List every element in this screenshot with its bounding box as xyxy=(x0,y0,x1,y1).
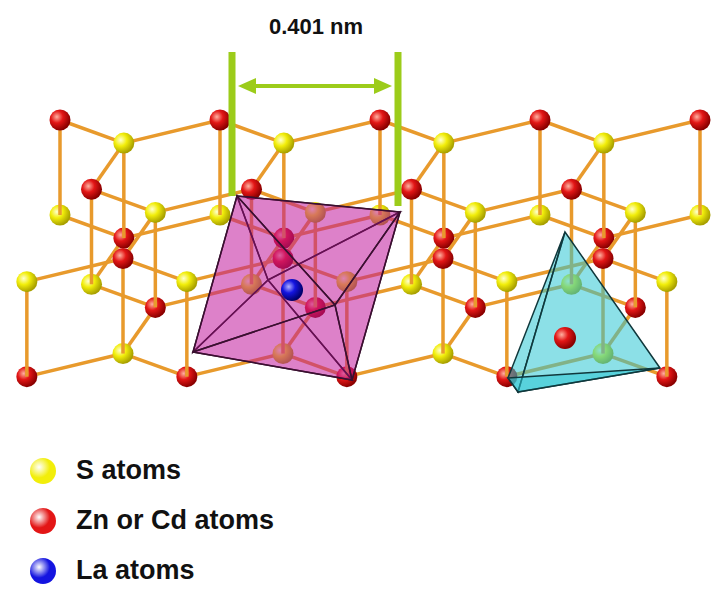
atom xyxy=(593,248,614,269)
legend-label: S atoms xyxy=(76,455,181,486)
octahedron xyxy=(193,196,400,380)
tetrahedron-face xyxy=(518,232,660,392)
la-atom xyxy=(281,279,303,301)
atom xyxy=(593,133,614,154)
bond xyxy=(154,212,158,307)
legend-entry: Zn or Cd atoms xyxy=(30,505,274,536)
atom xyxy=(81,179,102,200)
atom xyxy=(401,179,422,200)
atom xyxy=(113,248,134,269)
atom xyxy=(370,110,391,131)
atom xyxy=(210,110,231,131)
legend-label: La atoms xyxy=(76,555,195,586)
atom xyxy=(690,110,711,131)
bond xyxy=(475,189,571,212)
legend-swatch xyxy=(30,458,56,484)
atom xyxy=(113,133,134,154)
bond xyxy=(698,120,702,215)
bond xyxy=(121,259,125,354)
atom xyxy=(530,110,551,131)
atom xyxy=(273,133,294,154)
bond xyxy=(347,354,443,377)
bond xyxy=(124,120,220,143)
atom xyxy=(176,271,197,292)
atom xyxy=(145,202,166,223)
dimension-line xyxy=(395,52,402,206)
arrow-head xyxy=(374,78,392,94)
bond xyxy=(27,259,123,282)
bond xyxy=(538,120,542,215)
bond xyxy=(604,120,700,143)
atom xyxy=(554,327,576,349)
atom xyxy=(433,133,454,154)
legend-swatch xyxy=(30,508,56,534)
lattice xyxy=(16,110,710,393)
bond xyxy=(474,212,478,307)
bond xyxy=(90,189,94,284)
bond xyxy=(505,282,509,377)
legend-swatch xyxy=(30,558,56,584)
bond xyxy=(665,282,669,377)
atom xyxy=(433,248,454,269)
arrow-head xyxy=(238,78,256,94)
bond xyxy=(634,212,638,307)
bond xyxy=(58,120,62,215)
bond xyxy=(27,354,123,377)
bond xyxy=(122,143,126,238)
dimension-marker xyxy=(232,52,398,206)
bond xyxy=(185,282,189,377)
atom xyxy=(465,202,486,223)
dimension-label: 0.401 nm xyxy=(269,14,363,40)
dimension-arrow xyxy=(250,84,380,88)
bond xyxy=(25,282,29,377)
bond xyxy=(442,143,446,238)
legend-label: Zn or Cd atoms xyxy=(76,505,274,536)
atom xyxy=(656,271,677,292)
dimension-line xyxy=(229,52,236,196)
atom xyxy=(50,110,71,131)
atom xyxy=(16,271,37,292)
atom xyxy=(496,271,517,292)
bond xyxy=(410,189,414,284)
legend-entry: S atoms xyxy=(30,455,181,486)
bond xyxy=(378,120,382,215)
bond xyxy=(218,120,222,215)
bond xyxy=(602,143,606,238)
atom xyxy=(561,179,582,200)
tetrahedron-face xyxy=(508,368,660,392)
legend-entry: La atoms xyxy=(30,555,195,586)
bond xyxy=(441,259,445,354)
octahedron-face xyxy=(193,305,352,380)
atom xyxy=(625,202,646,223)
bond xyxy=(284,120,380,143)
bond xyxy=(444,120,540,143)
tetrahedron xyxy=(508,232,660,392)
